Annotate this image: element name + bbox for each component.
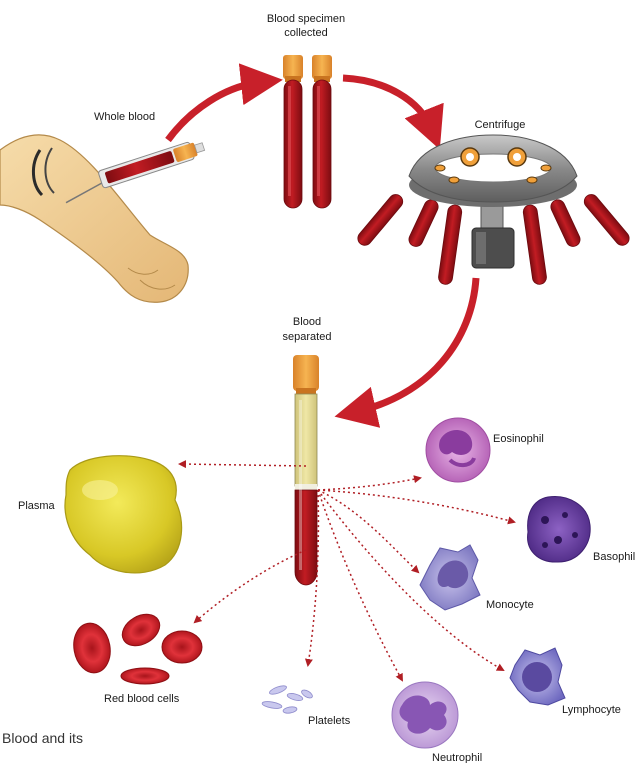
dotted-arrow-plasma — [180, 464, 306, 466]
figure-caption: Blood and its — [2, 730, 83, 746]
arrow-to-specimen — [168, 82, 262, 140]
label-platelets: Platelets — [308, 715, 351, 727]
dotted-arrow-neutrophil — [318, 490, 402, 680]
dotted-arrow-monocyte — [318, 490, 418, 572]
label-whole-blood: Whole blood — [94, 111, 155, 123]
dotted-arrow-red-cells — [195, 550, 306, 622]
platelets-cluster — [262, 684, 314, 714]
centrifuge-machine — [355, 135, 632, 285]
neutrophil-cell — [392, 682, 458, 748]
label-separated-line2: separated — [283, 331, 332, 343]
dotted-arrow-eosinophil — [318, 478, 420, 490]
label-red-blood-cells: Red blood cells — [104, 693, 180, 705]
label-specimen-line1: Blood specimen — [267, 13, 345, 25]
arrow-to-centrifuge — [343, 78, 432, 130]
label-neutrophil: Neutrophil — [432, 752, 482, 763]
plasma-blob — [65, 456, 182, 573]
label-centrifuge: Centrifuge — [475, 119, 526, 131]
label-monocyte: Monocyte — [486, 599, 534, 611]
eosinophil-cell — [426, 418, 490, 482]
arm-with-syringe — [0, 135, 207, 302]
label-lymphocyte: Lymphocyte — [562, 704, 621, 716]
monocyte-cell — [420, 545, 480, 610]
lymphocyte-cell — [510, 648, 565, 705]
dotted-arrow-basophil — [318, 490, 514, 522]
red-blood-cells — [70, 608, 202, 684]
specimen-tubes — [283, 55, 332, 208]
label-eosinophil: Eosinophil — [493, 433, 544, 445]
arrow-to-separated — [355, 278, 476, 412]
dotted-arrow-lymphocyte — [318, 490, 503, 670]
label-plasma: Plasma — [18, 500, 56, 512]
basophil-cell — [528, 497, 591, 563]
label-basophil: Basophil — [593, 551, 635, 563]
label-separated-line1: Blood — [293, 316, 321, 328]
label-specimen-line2: collected — [284, 27, 327, 39]
